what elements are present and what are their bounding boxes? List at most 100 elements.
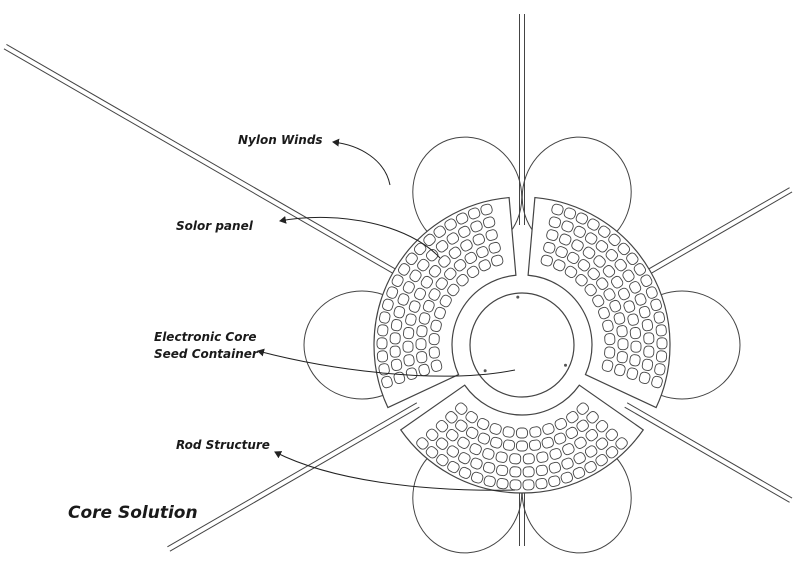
solar-cell: [608, 233, 621, 247]
solar-cell: [561, 457, 574, 470]
core-pin: [483, 369, 487, 373]
solar-cell: [482, 461, 496, 474]
solar-cell: [655, 324, 667, 337]
solar-cell: [616, 351, 628, 364]
solar-cell: [598, 225, 611, 238]
solar-cell: [572, 466, 586, 479]
solar-cell: [460, 239, 473, 252]
solar-cell: [483, 475, 496, 487]
rod: [6, 44, 420, 284]
solar-cell: [415, 338, 427, 351]
solar-cell: [409, 269, 422, 283]
solar-cell: [596, 277, 609, 290]
solar-cell: [423, 233, 436, 247]
solar-cell: [629, 281, 642, 294]
solar-cell: [439, 294, 452, 308]
solar-cell: [595, 240, 609, 253]
solar-cell: [634, 293, 647, 306]
solar-cell: [403, 327, 415, 340]
solar-cell: [386, 286, 399, 299]
solar-cell: [638, 371, 651, 385]
solar-cell: [435, 419, 449, 433]
solar-cell: [389, 332, 401, 345]
solar-cell: [447, 283, 460, 297]
solar-cell: [444, 218, 457, 231]
solar-cell: [509, 453, 522, 465]
solar-cell: [446, 232, 460, 245]
solar-cell: [480, 203, 493, 216]
solar-cell: [435, 437, 449, 450]
solar-cell: [617, 338, 629, 351]
solar-cell: [489, 423, 502, 435]
solar-cell: [476, 246, 489, 259]
solar-cell: [574, 436, 587, 449]
solar-cell: [472, 233, 485, 246]
solar-cell: [604, 333, 616, 346]
solar-cell: [650, 298, 662, 312]
solar-cell: [496, 464, 509, 477]
solar-cell: [496, 477, 509, 490]
solar-cell: [433, 225, 446, 238]
solar-cell: [403, 354, 415, 367]
solar-cell: [555, 246, 568, 259]
solar-cell: [488, 241, 501, 254]
rod: [169, 406, 420, 552]
solar-cell: [430, 319, 442, 333]
solar-cell: [613, 312, 626, 325]
solar-cell: [551, 203, 564, 216]
solar-cell: [595, 419, 609, 433]
solar-cell: [535, 477, 548, 490]
solar-cell: [582, 246, 596, 259]
solar-cell: [435, 240, 449, 253]
solar-cell: [542, 423, 555, 435]
solar-cell: [402, 281, 415, 294]
solar-cell: [627, 313, 639, 326]
solar-cell: [643, 332, 655, 345]
solar-cell: [604, 346, 616, 359]
solar-cell: [422, 299, 435, 313]
label-core-line2: Seed Container: [154, 347, 258, 361]
solar-cell: [428, 288, 441, 301]
solar-cell: [645, 286, 658, 299]
solar-cell: [438, 255, 451, 268]
solar-cell: [478, 259, 491, 272]
solar-cell: [595, 437, 609, 450]
solar-cell: [603, 288, 616, 301]
solar-cell: [448, 246, 462, 259]
solar-cell: [414, 287, 427, 301]
solar-cell: [548, 475, 561, 487]
solar-cell: [641, 358, 654, 371]
solar-cell: [611, 275, 624, 289]
solar-cell: [398, 263, 411, 276]
solar-cell: [549, 448, 562, 460]
solar-cell: [457, 436, 470, 449]
label-rod-structure: Rod Structure: [176, 438, 270, 452]
solar-cell: [640, 274, 653, 287]
solar-cell: [585, 429, 598, 442]
solar-cell: [629, 327, 641, 340]
solar-cell: [633, 263, 646, 276]
solar-cell: [561, 220, 574, 233]
solar-cell: [420, 275, 433, 289]
label-core-line1: Electronic Core: [154, 330, 257, 344]
solar-cell: [516, 440, 528, 452]
diagram-title: Core Solution: [68, 503, 198, 523]
solar-cell: [516, 427, 528, 439]
solar-cell: [476, 417, 490, 430]
solar-cell: [509, 466, 522, 478]
solar-cell: [584, 445, 598, 458]
solar-cell: [416, 325, 428, 338]
solar-cell: [576, 402, 589, 415]
arrow-core: [257, 348, 516, 377]
solar-cell: [455, 419, 468, 432]
solar-cell: [376, 337, 388, 350]
solar-cell: [465, 426, 479, 439]
solar-cell: [609, 299, 622, 313]
solar-cell: [455, 402, 468, 415]
solar-cell: [509, 479, 522, 491]
solar-cell: [573, 452, 586, 465]
solar-cell: [548, 461, 562, 474]
solar-cell: [456, 273, 469, 287]
solar-cell: [602, 265, 616, 278]
solar-cell: [413, 242, 427, 256]
